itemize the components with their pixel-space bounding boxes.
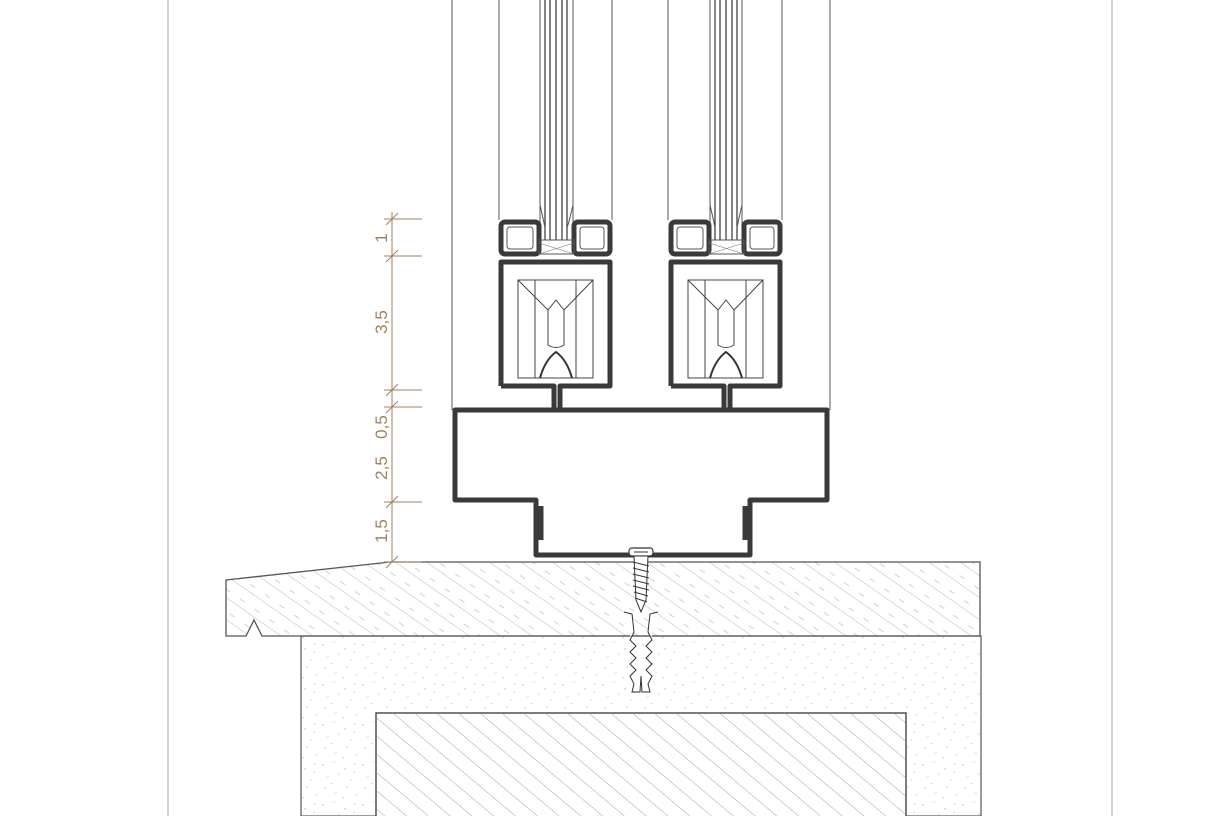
track-frame-profile xyxy=(452,407,830,558)
dim-label-1-5: 1,5 xyxy=(372,519,391,543)
left-sash-profile xyxy=(498,219,613,410)
dim-label-1: 1 xyxy=(372,233,391,242)
dim-label-0-5: 0,5 xyxy=(372,415,391,439)
dimension-chain: 1 3,5 0,5 2,5 1,5 xyxy=(372,212,422,569)
glazing-lines xyxy=(451,0,831,410)
stone-sill xyxy=(225,561,981,637)
dim-label-2-5: 2,5 xyxy=(372,456,391,480)
frame-border xyxy=(167,0,1113,816)
masonry-block xyxy=(375,712,907,816)
dim-label-3-5: 3,5 xyxy=(372,310,391,334)
right-sash-profile xyxy=(668,219,783,410)
screw-anchor xyxy=(623,547,659,693)
